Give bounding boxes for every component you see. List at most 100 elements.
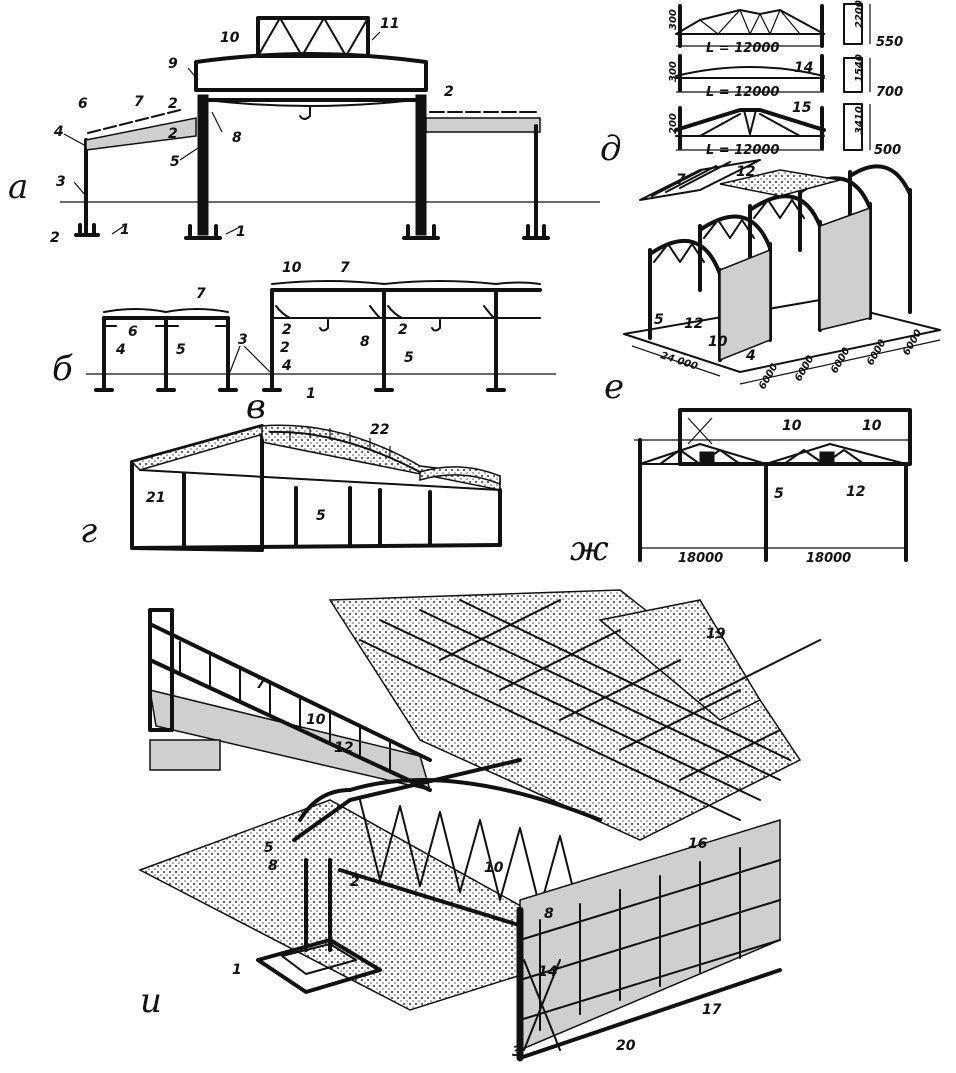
panel-label-a: а bbox=[8, 167, 28, 207]
dim-300-b: 300 bbox=[668, 61, 679, 82]
callout-11: 11 bbox=[380, 16, 399, 32]
callout-5: 5 bbox=[264, 840, 274, 856]
callout-5: 5 bbox=[654, 312, 664, 328]
callout-5: 5 bbox=[774, 486, 784, 502]
callout-4: 4 bbox=[115, 342, 126, 358]
callout-2: 2 bbox=[282, 322, 292, 338]
callout-19: 19 bbox=[706, 626, 726, 642]
callout-5: 5 bbox=[404, 350, 414, 366]
panel-a-callouts: 1 1 2 3 4 6 7 5 2 2 9 10 11 8 2 bbox=[50, 16, 454, 246]
panel-label-i: и bbox=[140, 981, 162, 1021]
panel-label-g: г bbox=[80, 511, 97, 551]
panel-label-e: е bbox=[604, 367, 624, 407]
callout-6: 6 bbox=[128, 324, 138, 340]
callout-21: 21 bbox=[146, 490, 165, 506]
dim-span-1: L = 12000 bbox=[706, 41, 779, 56]
callout-8: 8 bbox=[544, 906, 554, 922]
panel-label-zh: ж bbox=[570, 529, 609, 569]
dim-span-3: L = 12000 bbox=[706, 143, 779, 158]
dim-span-2: L = 12000 bbox=[706, 85, 779, 100]
callout-8: 8 bbox=[360, 334, 370, 350]
callout-12: 12 bbox=[846, 484, 865, 500]
dim-e-bay-2: 6000 bbox=[793, 354, 816, 384]
panel-e-axonometric bbox=[623, 159, 941, 385]
callout-22: 22 bbox=[370, 422, 389, 438]
panel-g-perspective bbox=[130, 424, 502, 552]
callout-10: 10 bbox=[782, 418, 802, 434]
dim-e-bay-3: 6000 bbox=[829, 346, 852, 376]
panel-label-b: б bbox=[52, 349, 73, 389]
callout-7: 7 bbox=[134, 94, 144, 110]
dim-e-bay-5: 6000 bbox=[901, 328, 924, 358]
callout-12: 12 bbox=[684, 316, 703, 332]
callout-10: 10 bbox=[282, 260, 302, 276]
callout-2: 2 bbox=[50, 230, 60, 246]
callout-15: 15 bbox=[792, 100, 812, 116]
callout-14: 14 bbox=[794, 60, 813, 76]
callout-3: 3 bbox=[56, 174, 66, 190]
dim-550: 550 bbox=[876, 35, 903, 50]
dim-700: 700 bbox=[876, 85, 903, 100]
callout-5: 5 bbox=[316, 508, 326, 524]
panel-b-v-callouts: 7 6 4 5 3 10 7 2 2 4 8 2 5 1 bbox=[115, 260, 414, 402]
panel-i-callouts: 7 10 12 5 8 2 10 1 8 14 16 17 19 3 20 bbox=[232, 626, 726, 1060]
dim-1540: 1540 bbox=[854, 54, 865, 82]
callout-8: 8 bbox=[232, 130, 242, 146]
callout-4: 4 bbox=[53, 124, 64, 140]
panel-b-v-sections bbox=[86, 280, 556, 392]
callout-10: 10 bbox=[220, 30, 240, 46]
callout-2: 2 bbox=[444, 84, 454, 100]
panel-g-callouts: 21 22 5 bbox=[146, 422, 389, 524]
dim-zh-span-2: 18000 bbox=[806, 551, 851, 566]
panel-label-d: д bbox=[600, 129, 622, 169]
panel-d-dimensions: L = 12000 L = 12000 L = 12000 550 700 50… bbox=[668, 0, 903, 158]
callout-1: 1 bbox=[236, 224, 246, 240]
callout-1: 1 bbox=[120, 222, 130, 238]
dim-2200: 2200 bbox=[854, 0, 865, 28]
callout-12: 12 bbox=[736, 164, 755, 180]
panel-d-trusses bbox=[674, 3, 871, 151]
callout-2: 2 bbox=[350, 874, 360, 890]
callout-10: 10 bbox=[708, 334, 728, 350]
callout-17: 17 bbox=[702, 1002, 722, 1018]
callout-10: 10 bbox=[862, 418, 882, 434]
callout-8: 8 bbox=[268, 858, 278, 874]
callout-5: 5 bbox=[176, 342, 186, 358]
dim-e-bay-1: 6000 bbox=[757, 362, 780, 392]
callout-3: 3 bbox=[512, 1044, 522, 1060]
callout-2: 2 bbox=[398, 322, 408, 338]
callout-7: 7 bbox=[196, 286, 206, 302]
dim-zh-span-1: 18000 bbox=[678, 551, 723, 566]
dim-500: 500 bbox=[874, 143, 901, 158]
callout-1: 1 bbox=[232, 962, 242, 978]
callout-9: 9 bbox=[168, 56, 178, 72]
callout-10: 10 bbox=[306, 712, 326, 728]
callout-7: 7 bbox=[676, 172, 686, 188]
callout-4: 4 bbox=[281, 358, 292, 374]
callout-14: 14 bbox=[538, 964, 557, 980]
panel-label-v: в bbox=[246, 387, 266, 427]
callout-2: 2 bbox=[280, 340, 290, 356]
dim-e-width: 24 000 bbox=[659, 350, 699, 372]
callout-2: 2 bbox=[168, 126, 178, 142]
dim-200: 200 bbox=[668, 113, 679, 134]
dim-300-a: 300 bbox=[668, 9, 679, 30]
callout-20: 20 bbox=[616, 1038, 636, 1054]
callout-2: 2 bbox=[168, 96, 178, 112]
callout-4: 4 bbox=[745, 348, 756, 364]
callout-10: 10 bbox=[484, 860, 504, 876]
panel-a-cross-section bbox=[60, 16, 600, 240]
panel-zh-callouts: 10 10 5 12 18000 18000 bbox=[678, 418, 882, 566]
callout-7: 7 bbox=[256, 676, 266, 692]
callout-3: 3 bbox=[238, 332, 248, 348]
panel-zh-section bbox=[634, 408, 912, 562]
callout-7: 7 bbox=[340, 260, 350, 276]
callout-16: 16 bbox=[688, 836, 708, 852]
dim-3410: 3410 bbox=[854, 106, 865, 134]
callout-12: 12 bbox=[334, 740, 353, 756]
callout-1: 1 bbox=[306, 386, 316, 402]
panel-i-perspective bbox=[138, 589, 821, 1062]
callout-5: 5 bbox=[170, 154, 180, 170]
callout-6: 6 bbox=[78, 96, 88, 112]
